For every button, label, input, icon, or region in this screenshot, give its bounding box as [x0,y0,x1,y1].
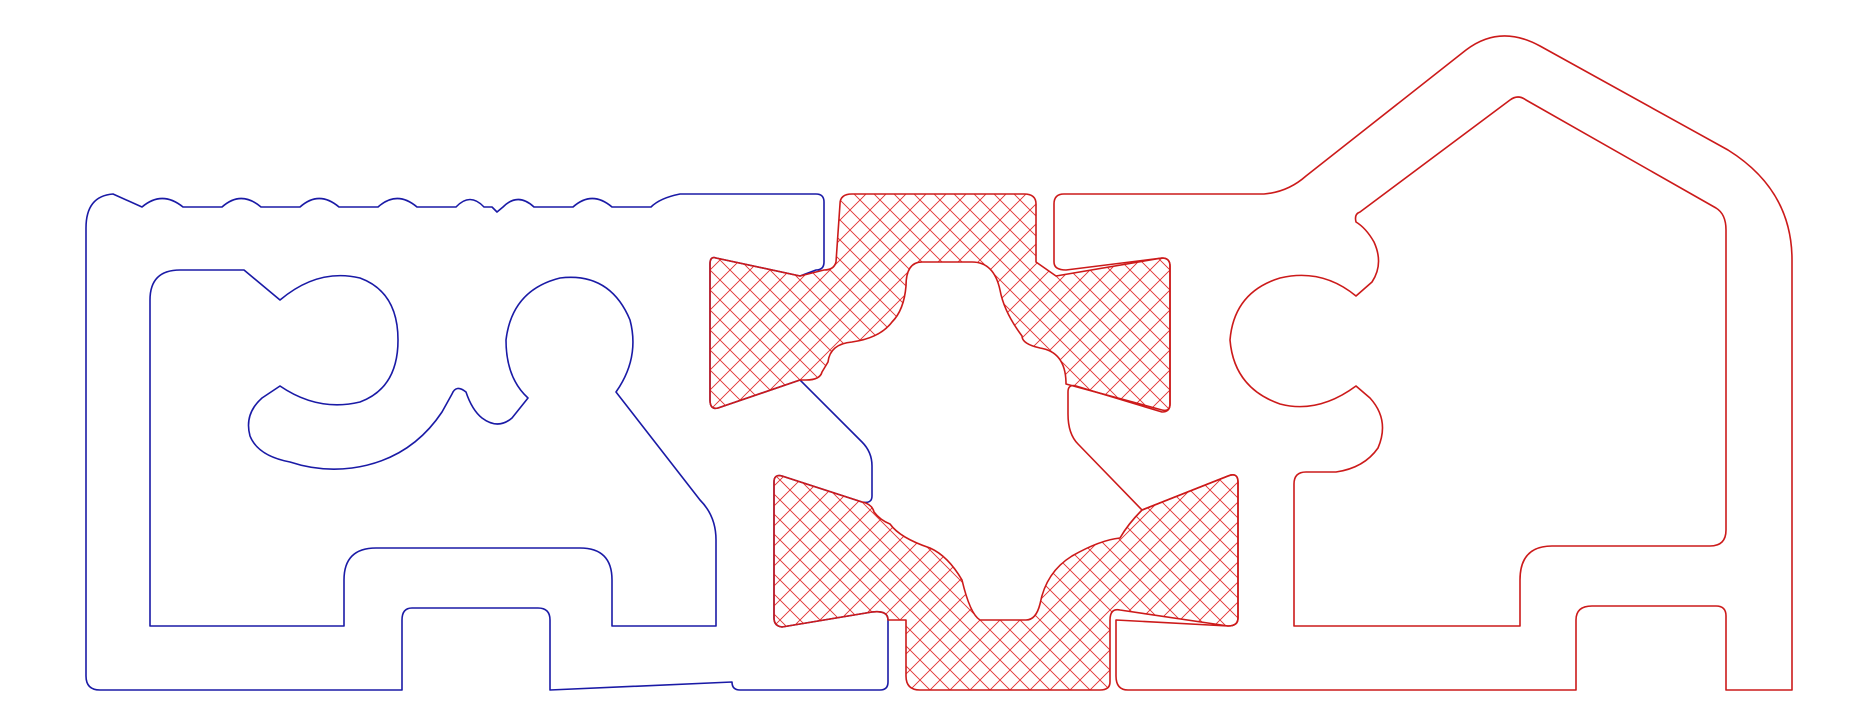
left-profile-inner-cavity [149,269,717,627]
right-profile [1053,35,1793,691]
connector-insert-body [709,193,1171,412]
connector-insert-lower [773,474,1239,691]
connector-insert [709,193,1239,691]
right-profile-inner-cavity [1229,96,1727,627]
right-profile-outer-contour [1053,35,1793,691]
